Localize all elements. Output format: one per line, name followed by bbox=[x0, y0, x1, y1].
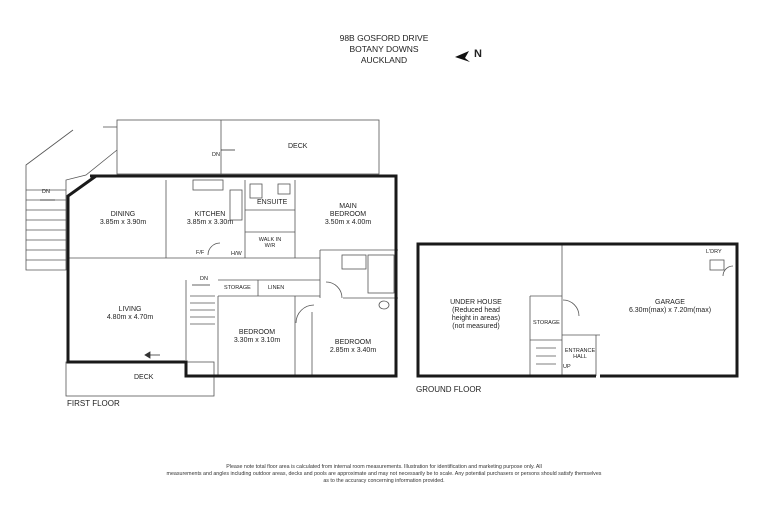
ground-floor-exterior-walls bbox=[416, 242, 739, 378]
dining-size: 3.85m x 3.90m bbox=[99, 219, 147, 227]
up-label: UP bbox=[563, 364, 571, 370]
under-house-line-1: UNDER HOUSE bbox=[450, 299, 502, 306]
living-name: LIVING bbox=[118, 306, 142, 313]
kitchen-room-label: KITCHEN 3.85m x 3.30m bbox=[180, 211, 240, 227]
dining-name: DINING bbox=[110, 211, 136, 218]
kitchen-name: KITCHEN bbox=[194, 211, 226, 218]
kitchen-size: 3.85m x 3.30m bbox=[186, 219, 234, 227]
deck-bottom-label: DECK bbox=[134, 374, 154, 381]
bedroom-1-size: 3.30m x 3.10m bbox=[233, 337, 281, 345]
main-bedroom-name: MAIN bbox=[339, 203, 357, 210]
laundry-label: L'DRY bbox=[706, 249, 722, 255]
hw-label: H/W bbox=[231, 251, 242, 257]
main-bedroom-label: MAIN BEDROOM 3.50m x 4.00m bbox=[318, 203, 378, 227]
dining-room-label: DINING 3.85m x 3.90m bbox=[88, 211, 158, 227]
storage-ff-label: STORAGE bbox=[224, 285, 251, 291]
disclaimer-line-3: as to the accuracy concerning informatio… bbox=[323, 478, 445, 484]
dn-stairs-label: DN bbox=[42, 189, 50, 195]
bedroom-1-label: BEDROOM 3.30m x 3.10m bbox=[227, 329, 287, 345]
disclaimer-line-2: measurements and angles including outdoo… bbox=[166, 471, 602, 477]
entrance-hall-label: ENTRANCE HALL bbox=[563, 348, 597, 361]
under-house-line-4: (not measured) bbox=[452, 323, 500, 331]
left-stair-outline bbox=[25, 129, 118, 271]
storage-gf-label: STORAGE bbox=[533, 320, 560, 326]
bedroom-1-name: BEDROOM bbox=[238, 329, 276, 336]
deck-top-label: DECK bbox=[288, 143, 308, 150]
main-bedroom-name-2: BEDROOM bbox=[329, 211, 367, 219]
ensuite-label: ENSUITE bbox=[257, 199, 288, 206]
first-floor-exterior-walls bbox=[66, 174, 398, 378]
under-house-line-3: height in areas) bbox=[451, 315, 501, 323]
north-label: N bbox=[474, 48, 482, 60]
bedroom-2-name: BEDROOM bbox=[334, 339, 372, 346]
ff-label: F/F bbox=[196, 250, 205, 256]
garage-label: GARAGE 6.30m(max) x 7.20m(max) bbox=[620, 299, 720, 315]
main-bedroom-size: 3.50m x 4.00m bbox=[324, 219, 372, 227]
bedroom-2-size: 2.85m x 3.40m bbox=[329, 347, 377, 355]
address-line-3: AUCKLAND bbox=[360, 55, 408, 65]
first-floor-title: FIRST FLOOR bbox=[67, 399, 120, 408]
entrance-line-2: HALL bbox=[573, 354, 587, 361]
north-arrow-icon bbox=[455, 51, 470, 62]
linen-label: LINEN bbox=[268, 285, 285, 291]
walk-in-line-2: W/R bbox=[264, 243, 276, 250]
walk-in-label: WALK IN W/R bbox=[256, 237, 284, 250]
under-house-line-2: (Reduced head bbox=[452, 307, 500, 315]
ground-floor-title: GROUND FLOOR bbox=[416, 385, 482, 394]
entrance-line-1: ENTRANCE bbox=[564, 348, 596, 354]
bedroom-2-label: BEDROOM 2.85m x 3.40m bbox=[323, 339, 383, 355]
disclaimer-line-1: Please note total floor area is calculat… bbox=[226, 464, 542, 470]
dn-hall-label: DN bbox=[200, 276, 208, 282]
living-size: 4.80m x 4.70m bbox=[106, 314, 154, 322]
walk-in-line-1: WALK IN bbox=[258, 237, 282, 243]
living-room-label: LIVING 4.80m x 4.70m bbox=[95, 306, 165, 322]
garage-size: 6.30m(max) x 7.20m(max) bbox=[628, 307, 712, 315]
address-line-1: 98B GOSFORD DRIVE bbox=[339, 33, 429, 43]
deck-top-outline bbox=[116, 119, 380, 175]
address-line-2: BOTANY DOWNS bbox=[349, 44, 419, 54]
garage-name: GARAGE bbox=[655, 299, 685, 306]
under-house-label: UNDER HOUSE (Reduced head height in area… bbox=[446, 299, 506, 331]
dn-deck-label: DN bbox=[212, 152, 220, 158]
